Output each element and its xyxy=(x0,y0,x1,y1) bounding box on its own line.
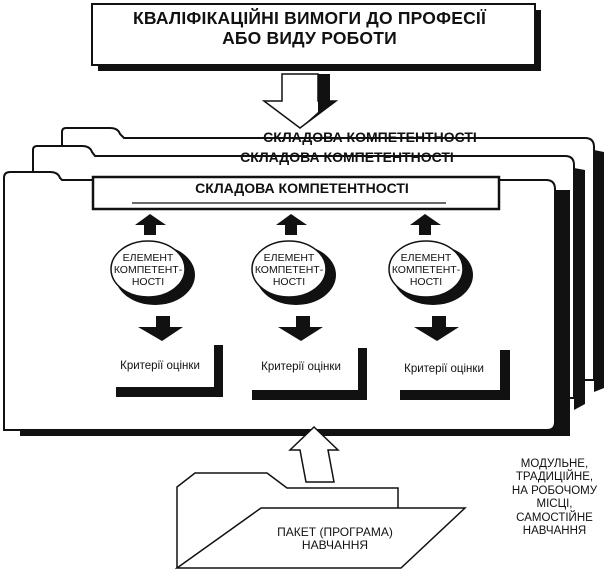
element-line: КОМПЕТЕНТ- xyxy=(113,264,183,277)
title-line-2: АБО ВИДУ РОБОТИ xyxy=(222,27,397,48)
element-ellipse-2 xyxy=(251,240,336,305)
layer-title-back: СКЛАДОВА КОМПЕТЕНТНОСТІ xyxy=(263,129,477,145)
criteria-bracket-2 xyxy=(252,348,367,400)
title-line-1: КВАЛІФІКАЦІЙНІ ВИМОГИ ДО ПРОФЕСІЇ xyxy=(132,8,487,28)
element-line: НОСТІ xyxy=(272,276,306,289)
up-arrow-hollow-icon xyxy=(288,425,340,483)
criteria-label-2: Критерії оцінки xyxy=(261,361,341,373)
element-line: ЕЛЕМЕНТ xyxy=(263,252,315,264)
package-label: ПАКЕТ (ПРОГРАМА) НАВЧАННЯ xyxy=(270,525,400,553)
element-label-2: ЕЛЕМЕНТ КОМПЕТЕНТ- НОСТІ xyxy=(249,252,329,288)
learning-modes-note: МОДУЛЬНЕ, ТРАДИЦІЙНЕ, НА РОБОЧОМУ МІСЦІ,… xyxy=(497,458,612,539)
package-folder-icon xyxy=(174,472,467,569)
criteria-bracket-3 xyxy=(400,350,510,400)
title-box xyxy=(91,3,536,66)
criteria-label-1: Критерії оцінки xyxy=(120,360,200,372)
package-line-1: ПАКЕТ (ПРОГРАМА) xyxy=(277,525,393,539)
element-line: ЕЛЕМЕНТ xyxy=(122,252,174,264)
down-arrow-small-icon xyxy=(414,316,459,341)
component-box-shadow xyxy=(91,175,501,211)
down-arrow-small-icon xyxy=(278,316,323,341)
learning-mode-line: САМОСТІЙНЕ xyxy=(516,511,593,524)
up-arrow-icon xyxy=(276,214,307,235)
learning-mode-line: МІСЦІ, xyxy=(536,498,573,511)
down-arrow-icon xyxy=(261,73,339,129)
learning-mode-line: НАВЧАННЯ xyxy=(522,525,587,538)
element-line: ЕЛЕМЕНТ xyxy=(400,252,452,264)
layer-title-front: СКЛАДОВА КОМПЕТЕНТНОСТІ xyxy=(195,180,409,196)
element-label-1: ЕЛЕМЕНТ КОМПЕТЕНТ- НОСТІ xyxy=(108,252,188,288)
element-label-3: ЕЛЕМЕНТ КОМПЕТЕНТ- НОСТІ xyxy=(386,252,466,288)
element-line: НОСТІ xyxy=(131,276,165,289)
criteria-bracket-1 xyxy=(116,345,223,397)
element-line: КОМПЕТЕНТ- xyxy=(254,264,324,277)
learning-mode-line: НА РОБОЧОМУ xyxy=(511,484,598,497)
down-arrow-small-icon xyxy=(138,316,183,341)
element-ellipse-1 xyxy=(110,240,195,305)
element-line: НОСТІ xyxy=(409,276,443,289)
layer-title-middle: СКЛАДОВА КОМПЕТЕНТНОСТІ xyxy=(240,149,454,165)
criteria-label-3: Критерії оцінки xyxy=(404,363,484,375)
learning-mode-line: МОДУЛЬНЕ, xyxy=(520,458,589,470)
element-ellipse-3 xyxy=(388,240,473,305)
up-arrow-icon xyxy=(135,214,166,235)
learning-mode-line: ТРАДИЦІЙНЕ, xyxy=(515,471,594,484)
up-arrow-icon xyxy=(410,214,441,235)
package-line-2: НАВЧАННЯ xyxy=(301,538,369,553)
qualification-requirements-title: КВАЛІФІКАЦІЙНІ ВИМОГИ ДО ПРОФЕСІЇ АБО ВИ… xyxy=(92,8,527,48)
element-line: КОМПЕТЕНТ- xyxy=(391,264,461,277)
